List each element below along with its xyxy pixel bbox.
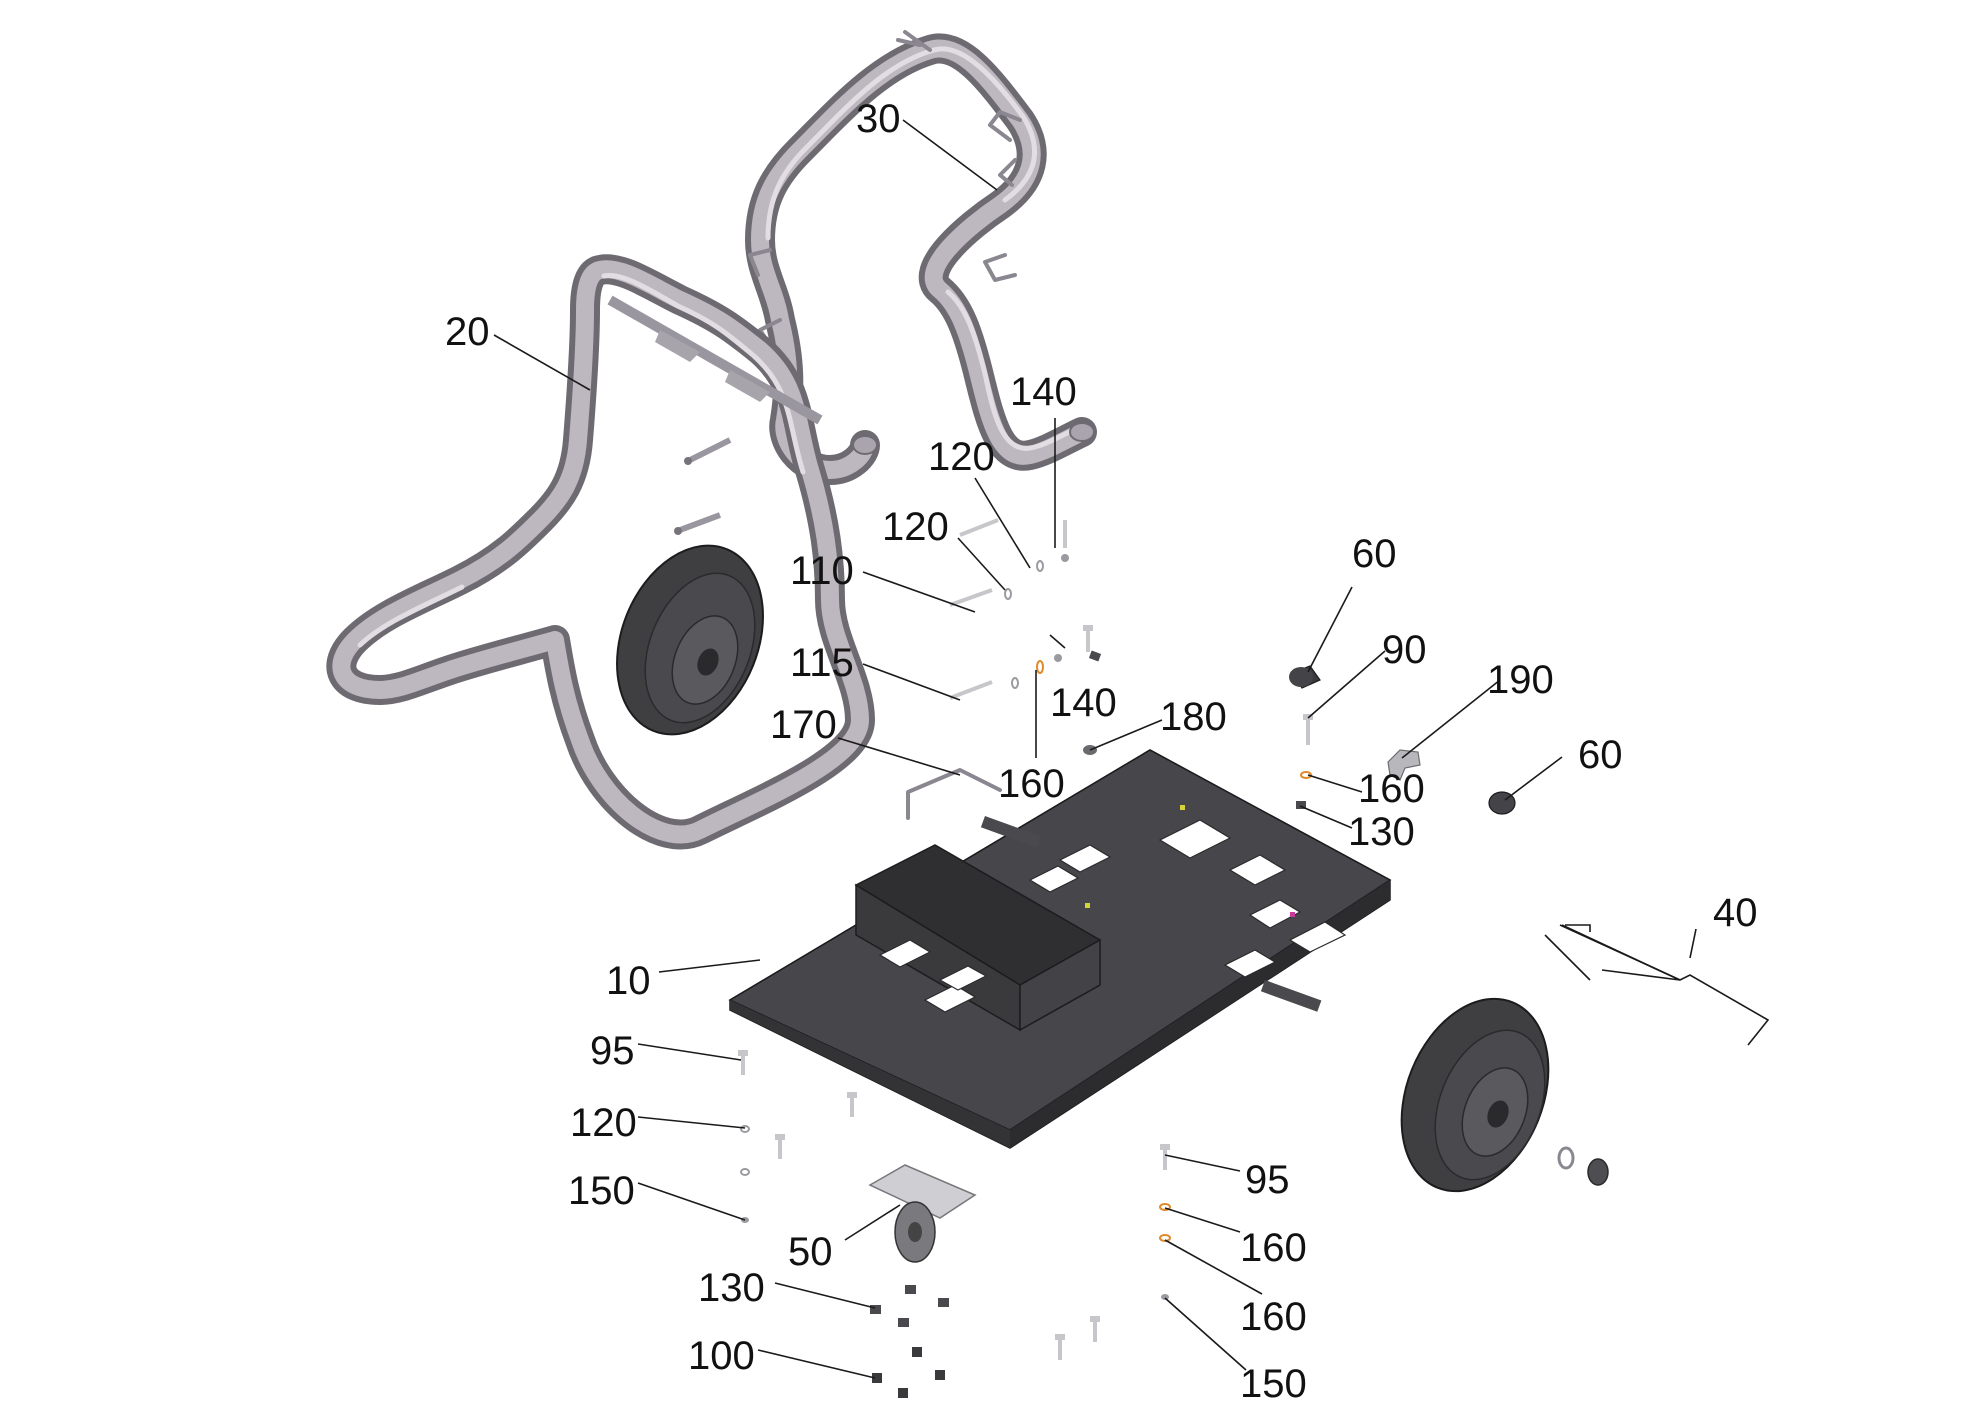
front-wheel	[616, 544, 764, 736]
callout-10: 10	[606, 959, 651, 1003]
callout-130-left: 130	[698, 1266, 765, 1310]
bumper-part-60a	[1289, 665, 1321, 689]
callout-110: 110	[790, 549, 854, 593]
callout-150-right: 150	[1240, 1362, 1307, 1406]
callout-160-upper: 160	[998, 762, 1065, 806]
callout-120-middle: 120	[882, 505, 949, 549]
callout-160-right: 160	[1358, 767, 1425, 811]
callout-160-lower-b: 160	[1240, 1295, 1307, 1339]
callout-170: 170	[770, 703, 837, 747]
callout-140-upper: 140	[1010, 370, 1077, 414]
callout-190: 190	[1487, 658, 1554, 702]
callout-40: 40	[1713, 891, 1758, 935]
rear-wheel-part-40	[1400, 997, 1609, 1193]
callout-130-right: 130	[1348, 810, 1415, 854]
bracket-part-190	[1387, 749, 1421, 781]
callout-120-upper: 120	[928, 435, 995, 479]
caster-part-50	[868, 1164, 977, 1263]
front-frame-part-20	[326, 254, 875, 850]
callout-160-lower-a: 160	[1240, 1226, 1307, 1270]
callout-140-lower: 140	[1050, 681, 1117, 725]
u-bolt-part-170	[906, 768, 1002, 820]
leader-lines	[493, 119, 1697, 1379]
callout-180: 180	[1160, 695, 1227, 739]
callout-120-left: 120	[570, 1101, 637, 1145]
callout-60-upper: 60	[1352, 532, 1397, 576]
callout-150-left: 150	[568, 1169, 635, 1213]
callout-60-lower: 60	[1578, 733, 1623, 777]
callout-95-left: 95	[590, 1029, 635, 1073]
callout-90: 90	[1382, 628, 1427, 672]
callout-95-right: 95	[1245, 1158, 1290, 1202]
part-40-group-bracket	[1544, 924, 1770, 1046]
fasteners	[738, 518, 1313, 1398]
callout-50: 50	[788, 1230, 833, 1274]
callout-20: 20	[445, 310, 490, 354]
callout-100: 100	[688, 1334, 755, 1378]
callout-30: 30	[856, 97, 901, 141]
callout-labels: 30 20 140 120 120 110 115 140 170 160 18…	[445, 97, 1758, 1406]
callout-115: 115	[790, 641, 854, 685]
base-plate-part-10	[728, 749, 1392, 1149]
